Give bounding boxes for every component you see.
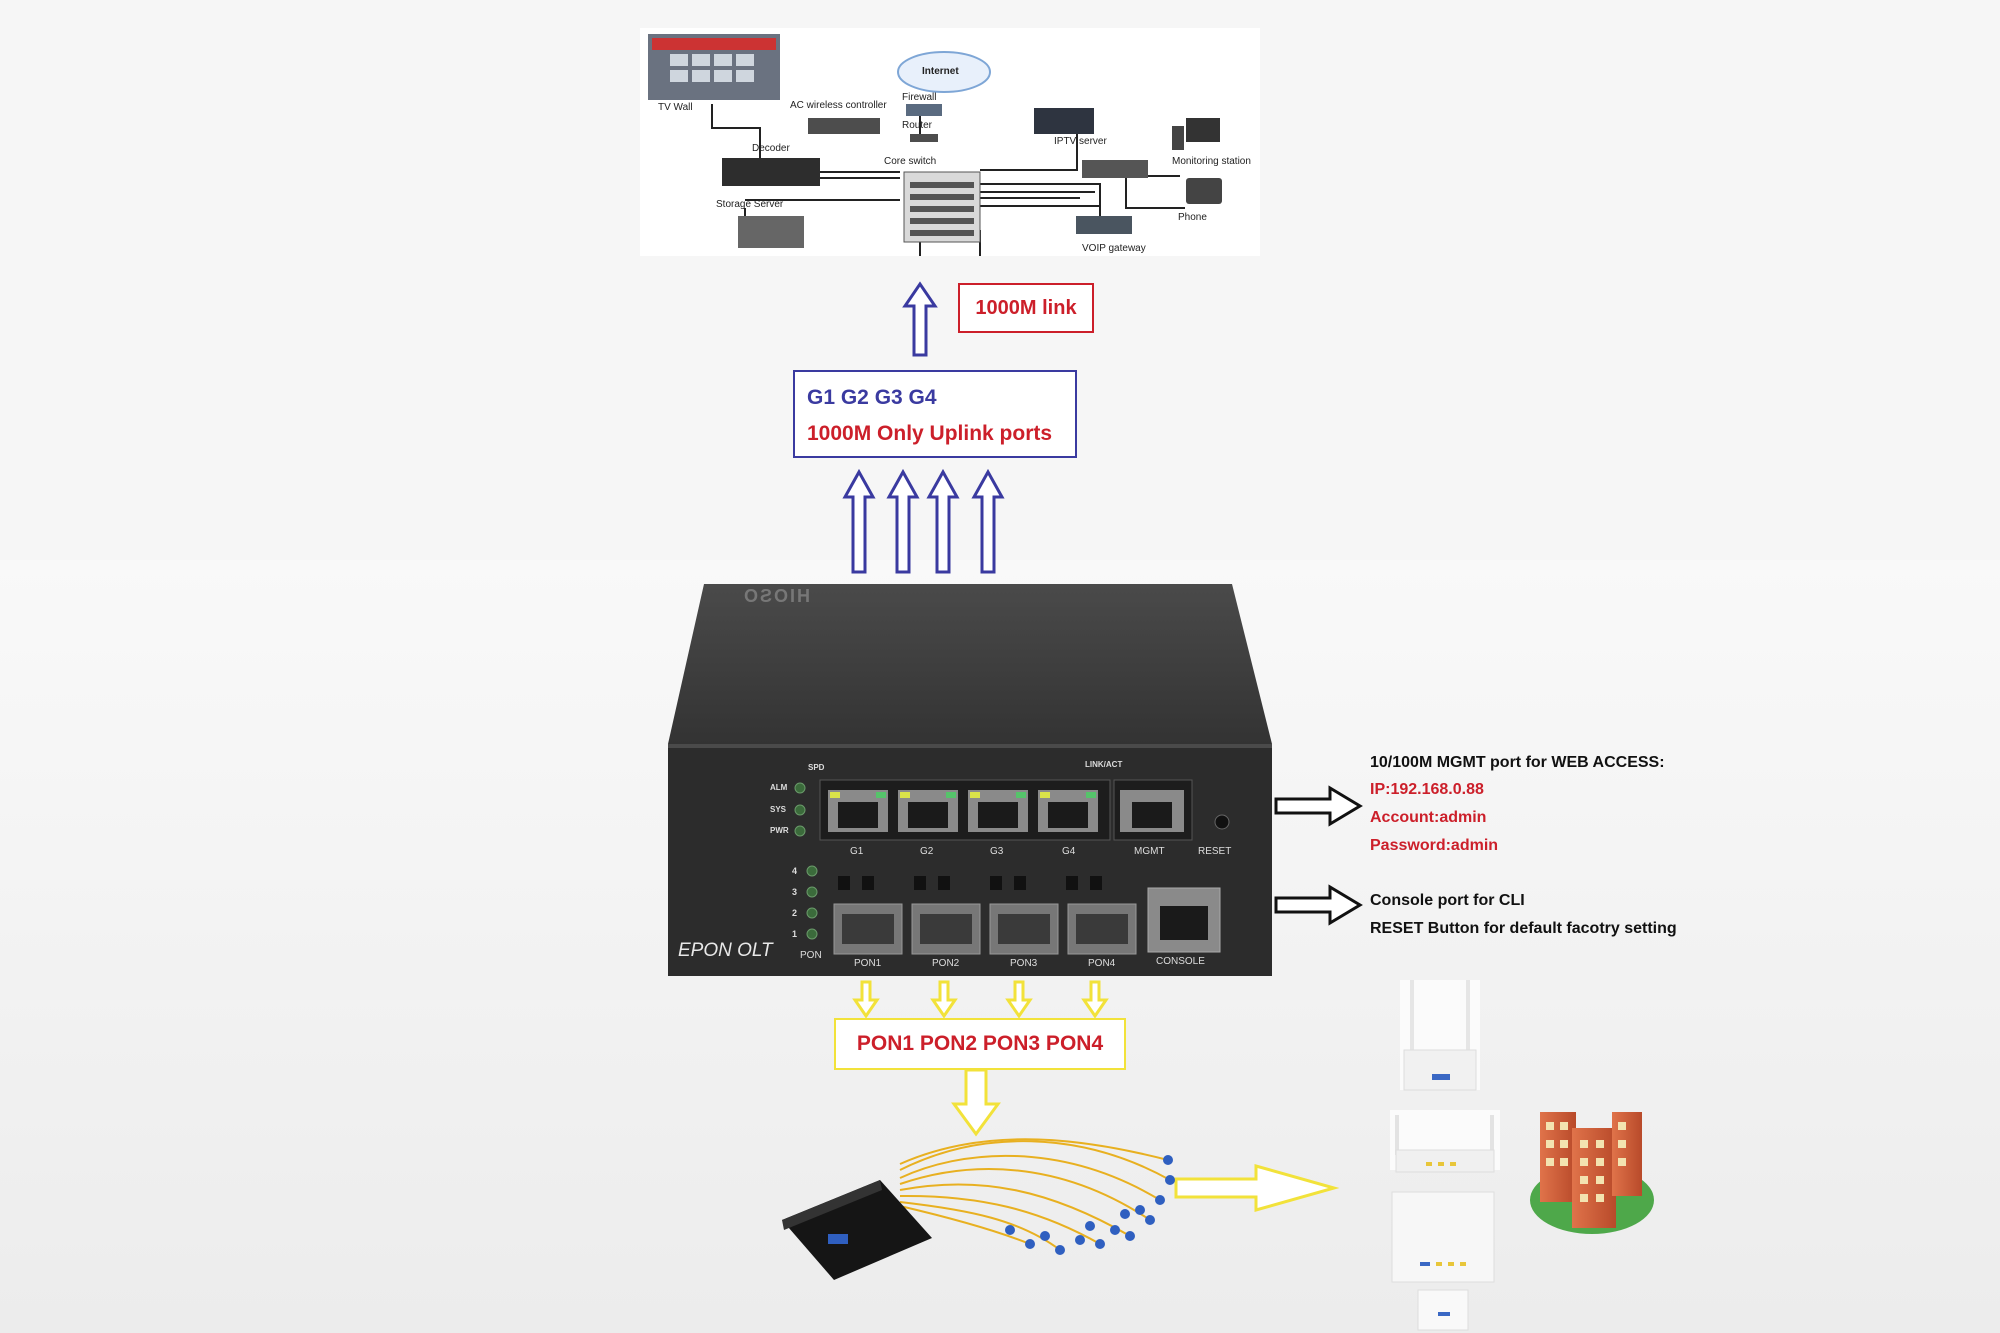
mgmt-info-ip: IP:192.168.0.88 xyxy=(1370,781,1484,798)
link-act-label: LINK/ACT xyxy=(1085,760,1123,769)
monitoring-label: Monitoring station xyxy=(1172,156,1251,167)
mgmt-info-title: 10/100M MGMT port for WEB ACCESS: xyxy=(1370,754,1665,771)
building-icon xyxy=(1530,1112,1654,1234)
onu-devices xyxy=(1390,980,1500,1331)
tv-wall-label: TV Wall xyxy=(658,102,693,113)
internet-label: Internet xyxy=(922,66,959,77)
sfp-pon4-label[interactable]: PON4 xyxy=(1088,958,1116,969)
port-g2-label[interactable]: G2 xyxy=(920,846,934,857)
olt-device xyxy=(668,584,1272,976)
console-info-line1: Console port for CLI xyxy=(1370,892,1525,909)
voip-label: VOIP gateway xyxy=(1082,243,1146,254)
firewall-label: Firewall xyxy=(902,92,937,103)
iptv-label: IPTV server xyxy=(1054,136,1107,147)
mgmt-info-password: Password:admin xyxy=(1370,837,1499,854)
storage-label: Storage Server xyxy=(716,199,784,210)
sfp-pon2-label[interactable]: PON2 xyxy=(932,958,960,969)
core-switch-label: Core switch xyxy=(884,156,937,167)
router-label: Router xyxy=(902,120,933,131)
pon-led-1-label: 1 xyxy=(792,929,798,939)
link-label: 1000M link xyxy=(975,297,1077,319)
console-port-label[interactable]: CONSOLE xyxy=(1156,956,1205,967)
led-sys-label: SYS xyxy=(770,805,787,814)
port-g1-label[interactable]: G1 xyxy=(850,846,864,857)
sfp-pon1-label[interactable]: PON1 xyxy=(854,958,882,969)
network-diagram xyxy=(640,28,1260,256)
uplink-box: G1 G2 G3 G4 1000M Only Uplink ports xyxy=(793,370,1077,458)
pon-led-3-label: 3 xyxy=(792,887,798,897)
uplink-desc: 1000M Only Uplink ports xyxy=(807,422,1053,445)
decoder-label: Decoder xyxy=(752,143,790,154)
pon-led-2-label: 2 xyxy=(792,908,798,918)
link-label-box: 1000M link xyxy=(958,283,1094,333)
device-model: EPON OLT xyxy=(678,940,773,961)
mgmt-info-account: Account:admin xyxy=(1370,809,1487,826)
port-g3-label[interactable]: G3 xyxy=(990,846,1004,857)
pon-led-label: PON xyxy=(800,950,822,961)
pon-label: PON1 PON2 PON3 PON4 xyxy=(856,1032,1104,1055)
spd-label: SPD xyxy=(808,763,825,772)
brand-logo: HIOSO xyxy=(742,586,811,606)
port-mgmt-label[interactable]: MGMT xyxy=(1134,846,1165,857)
pon-label-box: PON1 PON2 PON3 PON4 xyxy=(834,1018,1126,1070)
pon-led-4-label: 4 xyxy=(792,866,798,876)
sfp-pon3-label[interactable]: PON3 xyxy=(1010,958,1038,969)
reset-label[interactable]: RESET xyxy=(1198,846,1232,857)
plc-splitter xyxy=(782,1138,1175,1280)
port-g4-label[interactable]: G4 xyxy=(1062,846,1076,857)
console-info-line2: RESET Button for default facotry setting xyxy=(1370,920,1677,937)
led-pwr-label: PWR xyxy=(770,826,789,835)
phone-label: Phone xyxy=(1178,212,1207,223)
ac-controller-label: AC wireless controller xyxy=(790,100,887,111)
uplink-ports: G1 G2 G3 G4 xyxy=(807,386,937,409)
led-alm-label: ALM xyxy=(770,783,788,792)
